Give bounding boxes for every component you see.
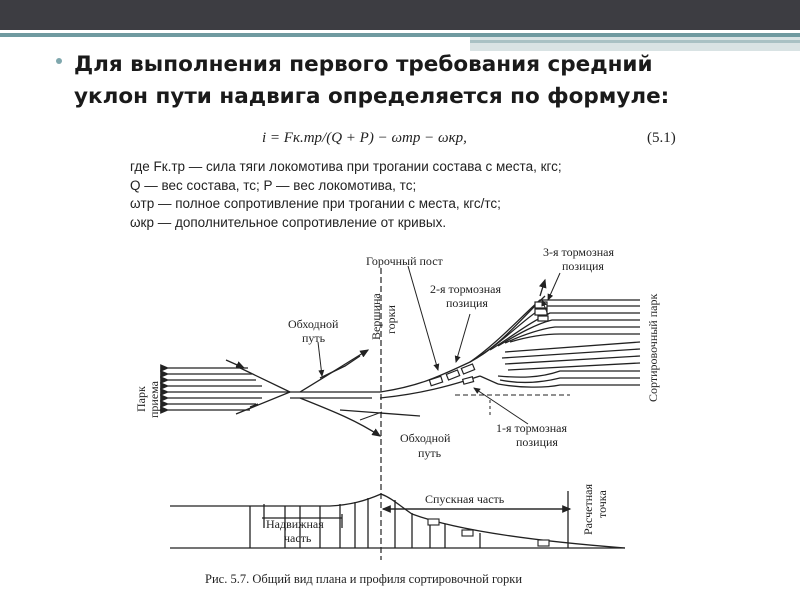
label-bypass-bottom-line2: путь — [418, 446, 442, 460]
label-push-part-line1: Надвижная — [266, 517, 324, 531]
label-receiving-park-line2: приема — [147, 380, 161, 418]
profile-drawing — [170, 491, 626, 549]
label-hump-top-line1: Вершина — [369, 293, 383, 340]
label-brake-1-line1: 1-я тормозная — [496, 421, 568, 435]
label-push-part-line2: часть — [284, 531, 312, 545]
definition-line: ωкр — дополнительное сопротивление от кр… — [130, 214, 447, 230]
slide-headline: Для выполнения первого требования средни… — [74, 49, 774, 113]
formula: i = Fк.тр/(Q + P) − ωтр − ωкр, — [262, 130, 467, 146]
brake-retarders — [428, 301, 549, 387]
label-calc-point-line2: точка — [595, 490, 609, 518]
label-bypass-top-line1: Обходной — [288, 317, 339, 331]
bullet-icon — [56, 58, 62, 64]
label-calc-point-line1: Расчетная — [581, 484, 595, 535]
bypass-tracks — [249, 349, 421, 437]
formula-number: (5.1) — [647, 130, 676, 146]
label-descent-part: Спускная часть — [425, 492, 505, 506]
headline-line-1: Для выполнения первого требования средни… — [74, 52, 653, 77]
label-bypass-top-line2: путь — [302, 331, 326, 345]
slide-accent-line — [470, 40, 800, 43]
definition-line: ωтр — полное сопротивление при трогании … — [130, 196, 501, 211]
label-hump-post: Горочный пост — [366, 254, 444, 268]
label-brake-3-line1: 3-я тормозная — [543, 245, 615, 259]
figure-caption: Рис. 5.7. Общий вид плана и профиля сорт… — [205, 572, 522, 586]
sorting-yard-tracks — [469, 278, 641, 388]
label-brake-1-line2: позиция — [516, 435, 558, 449]
headline-line-2: уклон пути надвига определяется по форму… — [74, 84, 670, 109]
label-brake-2-line2: позиция — [446, 296, 488, 310]
definition-line: Q — вес состава, тс; P — вес локомотива,… — [130, 177, 417, 193]
label-bypass-bottom-line1: Обходной — [400, 431, 451, 445]
leader-lines — [317, 265, 561, 425]
receiving-park-tracks — [160, 359, 380, 415]
label-sorting-yard: Сортировочный парк — [646, 294, 660, 402]
slide-top-bar — [0, 0, 800, 30]
profile-brake-marks — [427, 518, 550, 547]
label-hump-top-line2: горки — [384, 305, 398, 334]
label-brake-2-line1: 2-я тормозная — [430, 282, 502, 296]
label-receiving-park-line1: Парк — [134, 386, 148, 412]
formula-definitions: где Fк.тр — сила тяги локомотива при тро… — [130, 158, 690, 232]
label-brake-3-line2: позиция — [562, 259, 604, 273]
slide-accent-stripe — [0, 33, 800, 37]
definition-line: где Fк.тр — сила тяги локомотива при тро… — [130, 159, 562, 174]
